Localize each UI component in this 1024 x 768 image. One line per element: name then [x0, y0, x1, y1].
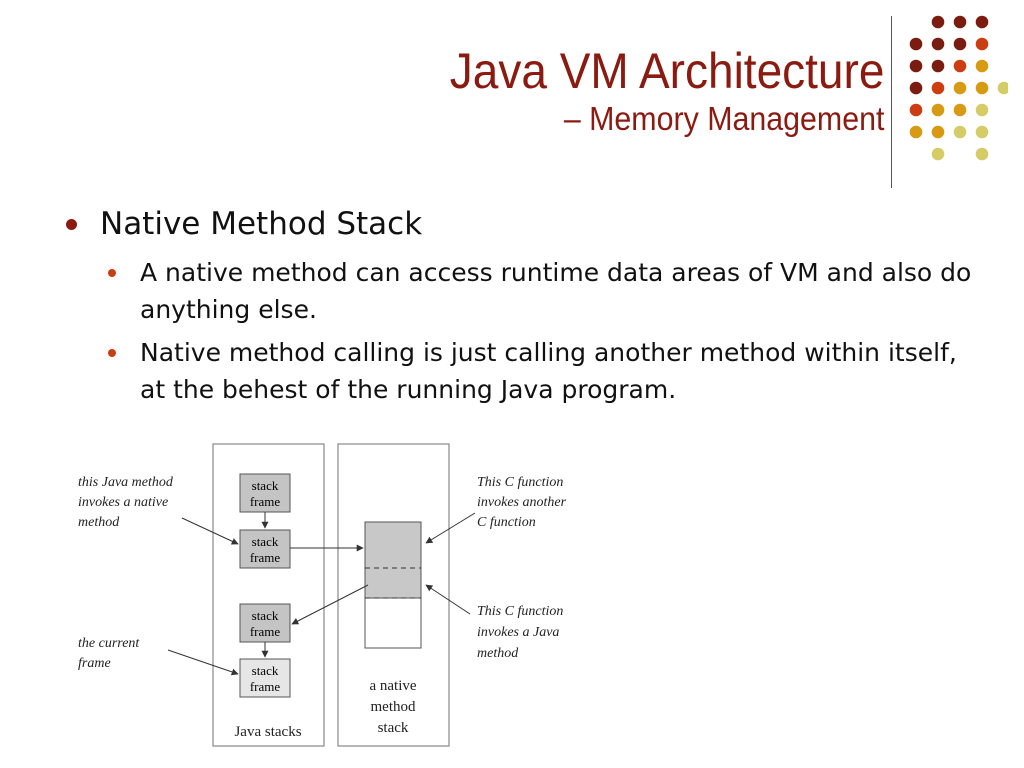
native-stack-used — [364, 521, 422, 599]
decor-dot — [931, 125, 945, 139]
decor-dot — [975, 15, 989, 29]
sub-bullet-text: A native method can access runtime data … — [140, 258, 972, 324]
decor-dot — [931, 103, 945, 117]
decor-dot — [909, 37, 923, 51]
svg-text:stack: stack — [252, 663, 279, 678]
decor-dot — [931, 81, 945, 95]
dot-grid-decoration — [909, 15, 1008, 161]
svg-text:frame: frame — [250, 679, 281, 694]
stack-frame: stack frame — [239, 473, 291, 513]
decor-dot — [953, 37, 967, 51]
sub-bullet-access: A native method can access runtime data … — [104, 254, 980, 328]
annotation-c-invokes-java: This C function invokes a Java method — [477, 604, 563, 661]
java-stacks-label: Java stacks — [234, 724, 301, 740]
decor-dot — [953, 125, 967, 139]
svg-text:stack: stack — [252, 478, 279, 493]
decor-dot — [931, 15, 945, 29]
svg-text:stack: stack — [378, 720, 409, 736]
stack-frame: stack frame — [239, 603, 291, 643]
svg-text:this Java method: this Java method — [78, 475, 174, 490]
stack-frame: stack frame — [239, 529, 291, 569]
svg-text:method: method — [477, 646, 519, 661]
svg-text:C function: C function — [477, 515, 536, 530]
decor-dot — [997, 81, 1008, 95]
bullet-text: Native Method Stack — [100, 206, 423, 242]
annotation-current-frame: the current frame — [78, 636, 140, 671]
sub-bullet-dot-icon — [108, 349, 116, 357]
sub-bullet-text: Native method calling is just calling an… — [140, 338, 957, 404]
bullet-list: Native Method Stack A native method can … — [64, 204, 971, 408]
slide-title: Java VM Architecture — [449, 43, 884, 99]
decor-dot — [931, 59, 945, 73]
native-to-java-arrow — [291, 584, 369, 625]
bullet-dot-icon — [66, 219, 77, 230]
decor-dot — [953, 81, 967, 95]
native-stack-free — [364, 597, 422, 649]
decor-dot — [909, 103, 923, 117]
svg-text:frame: frame — [250, 494, 281, 509]
sub-bullet-calling: Native method calling is just calling an… — [104, 334, 980, 408]
decor-dot — [975, 59, 989, 73]
decor-dot — [975, 125, 989, 139]
native-stack-label: a native method stack — [369, 678, 416, 736]
sub-bullet-dot-icon — [108, 269, 116, 277]
svg-text:This C function: This C function — [477, 475, 563, 490]
svg-text:method: method — [371, 699, 416, 715]
decor-dot — [931, 37, 945, 51]
svg-text:This C function: This C function — [477, 604, 563, 619]
decor-dot — [909, 125, 923, 139]
decor-dot — [975, 37, 989, 51]
svg-text:frame: frame — [250, 550, 281, 565]
svg-text:invokes another: invokes another — [477, 495, 567, 510]
svg-text:stack: stack — [252, 608, 279, 623]
decor-dot — [975, 147, 989, 161]
decor-dot — [975, 81, 989, 95]
decor-dot — [953, 15, 967, 29]
svg-text:frame: frame — [250, 624, 281, 639]
annotation-c-invokes-c: This C function invokes another C functi… — [477, 475, 567, 530]
decor-dot — [953, 103, 967, 117]
stack-frame-current: stack frame — [239, 658, 291, 698]
decor-dot — [953, 59, 967, 73]
svg-text:invokes a Java: invokes a Java — [477, 625, 559, 640]
title-divider — [891, 16, 892, 188]
svg-text:the current: the current — [78, 636, 140, 651]
decor-dot — [975, 103, 989, 117]
title-block: Java VM Architecture – Memory Management — [412, 42, 884, 138]
decor-dot — [931, 147, 945, 161]
svg-text:frame: frame — [78, 656, 111, 671]
svg-text:method: method — [78, 515, 120, 530]
annotation-java-invokes-native: this Java method invokes a native method — [78, 475, 174, 530]
decor-dot — [909, 81, 923, 95]
svg-text:a native: a native — [369, 678, 416, 694]
svg-text:stack: stack — [252, 534, 279, 549]
bullet-native-method-stack: Native Method Stack — [64, 204, 964, 244]
native-stack-diagram: stack frame stack frame stack frame stac… — [78, 443, 567, 747]
slide-subtitle: – Memory Management — [563, 100, 884, 137]
svg-text:invokes a native: invokes a native — [78, 495, 168, 510]
decor-dot — [909, 59, 923, 73]
